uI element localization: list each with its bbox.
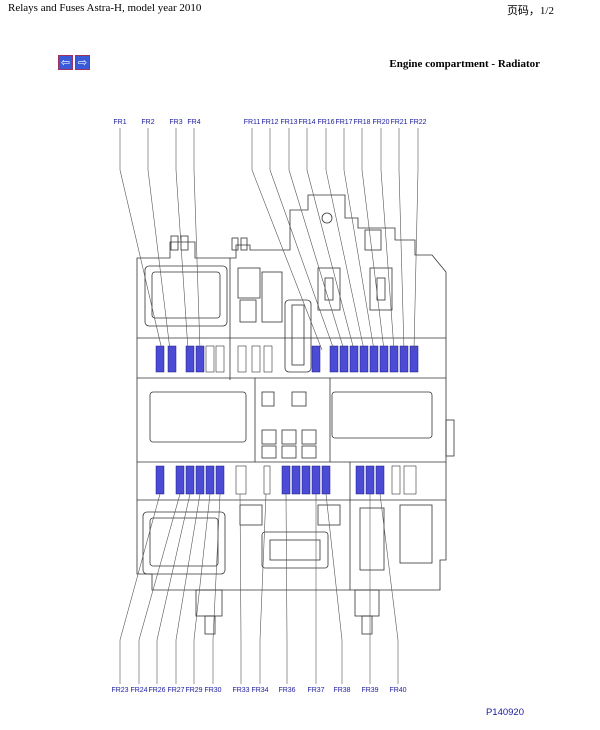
leader-line-fr20 (380, 169, 395, 351)
leader-line-fr1 (119, 169, 163, 351)
fuse-label-fr13: FR13 (280, 119, 297, 126)
fuse-label-fr29: FR29 (185, 687, 202, 694)
leader-line-fr29 (193, 493, 211, 641)
arrow-left-icon: ⇦ (60, 56, 71, 69)
fuse-label-fr24: FR24 (130, 687, 147, 694)
fuse-label-fr11: FR11 (244, 119, 261, 126)
back-button[interactable]: ⇦ (58, 55, 73, 70)
fuse-label-fr39: FR39 (361, 687, 378, 694)
fuse-label-fr14: FR14 (298, 119, 315, 126)
fuse-label-fr23: FR23 (111, 687, 128, 694)
leader-line-fr12 (269, 169, 335, 351)
fuse-label-fr27: FR27 (167, 687, 184, 694)
fuse-label-fr18: FR18 (353, 119, 370, 126)
leader-line-fr34 (259, 493, 267, 641)
fuse-label-fr26: FR26 (148, 687, 165, 694)
fuse-label-fr12: FR12 (261, 119, 278, 126)
leader-line-fr30 (212, 493, 221, 641)
leader-line-fr27 (175, 493, 201, 641)
fuse-label-fr34: FR34 (251, 687, 268, 694)
upper-fuse-row (155, 345, 419, 373)
fuse-label-fr2: FR2 (141, 119, 154, 126)
leader-line-fr17 (343, 169, 375, 351)
fuse-label-fr1: FR1 (113, 119, 126, 126)
fuse-label-fr30: FR30 (204, 687, 221, 694)
fuse-label-fr17: FR17 (335, 119, 352, 126)
fuse-label-fr21: FR21 (390, 119, 407, 126)
leader-line-fr21 (398, 169, 405, 351)
navigation-bar: ⇦ ⇨ (58, 55, 90, 70)
lower-fuse-row (155, 465, 417, 495)
fuse-label-fr40: FR40 (389, 687, 406, 694)
document-title: Relays and Fuses Astra-H, model year 201… (8, 2, 202, 14)
leader-line-fr11 (251, 169, 323, 351)
fuse-rows (155, 345, 419, 495)
leader-line-fr38 (325, 493, 343, 641)
leader-line-fr40 (379, 493, 399, 641)
leader-line-fr33 (239, 493, 242, 641)
leader-line-fr13 (288, 169, 345, 351)
leader-line-fr3 (175, 169, 189, 351)
fuse-label-fr36: FR36 (278, 687, 295, 694)
fuse-label-fr37: FR37 (307, 687, 324, 694)
leader-line-fr23 (119, 493, 161, 641)
leader-line-fr18 (361, 169, 385, 351)
leader-line-fr2 (147, 169, 171, 351)
leader-line-fr22 (413, 169, 419, 351)
fuse-label-fr22: FR22 (409, 119, 426, 126)
fuse-label-fr33: FR33 (232, 687, 249, 694)
leader-lines (119, 128, 419, 684)
fuse-label-fr3: FR3 (169, 119, 182, 126)
fuse-label-fr16: FR16 (317, 119, 334, 126)
leader-line-fr4 (193, 169, 201, 351)
arrow-right-icon: ⇨ (77, 56, 88, 69)
fuse-label-fr4: FR4 (187, 119, 200, 126)
leader-line-fr24 (138, 493, 181, 641)
picture-id: P140920 (486, 707, 524, 718)
fuse-label-fr20: FR20 (372, 119, 389, 126)
leader-line-fr36 (285, 493, 288, 641)
leader-line-fr14 (306, 169, 355, 351)
page-info: 页码，1/2 (506, 5, 554, 17)
leader-line-fr26 (156, 493, 191, 641)
section-title: Engine compartment - Radiator (389, 58, 540, 70)
forward-button[interactable]: ⇨ (75, 55, 90, 70)
leader-line-fr16 (325, 169, 365, 351)
fuse-label-fr38: FR38 (333, 687, 350, 694)
fuse-box-outline (136, 194, 455, 635)
